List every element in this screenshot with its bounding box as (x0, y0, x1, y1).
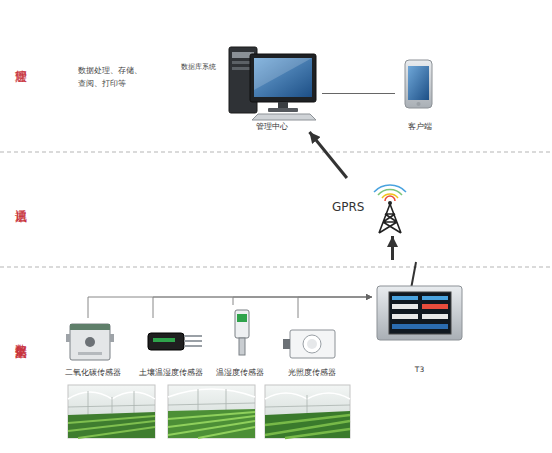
connector (298, 297, 372, 318)
temp-humidity-sensor-icon (235, 310, 249, 355)
node-label: 二氧化碳传感器 (65, 368, 121, 378)
node-label: 温湿度传感器 (216, 368, 264, 378)
computer-icon (229, 47, 316, 120)
layer-title: 数据采集层 (14, 334, 28, 339)
connector (88, 297, 372, 318)
system-label: 数据库系统 (181, 62, 216, 72)
co2-sensor-icon (66, 324, 114, 360)
t3-device: T3 (372, 260, 467, 375)
node-label: 管理中心 (256, 122, 288, 132)
light-sensor-icon (283, 330, 335, 358)
greenhouse-photo (168, 385, 255, 438)
layer-divider (0, 152, 552, 153)
node-label: 土壤温湿度传感器 (139, 368, 203, 378)
greenhouse-photo (68, 385, 155, 438)
sensor-box: 温湿度传感器 (210, 305, 270, 378)
function-note: 数据处理、存储、 查阅、打印等 (78, 64, 150, 90)
t3-device-icon (377, 262, 462, 340)
phone-icon (405, 60, 432, 108)
node-label: 光照度传感器 (288, 368, 336, 378)
layer-title: 管理层 (14, 60, 28, 63)
node-label: 客户端 (408, 122, 432, 132)
network-label: GPRS (332, 200, 365, 214)
gprs-tower: GPRS (328, 178, 413, 236)
sensor-box: 土壤温湿度传感器 (130, 318, 212, 378)
connector (233, 297, 372, 305)
client-terminal: 客户端 (395, 55, 445, 132)
gprs-tower-icon (374, 185, 406, 233)
connector (391, 236, 394, 260)
layer-title: 通讯层 (14, 200, 28, 203)
greenhouse-photo (265, 385, 350, 438)
management-center: 管理中心 (222, 40, 322, 132)
connector (309, 132, 346, 178)
layer-divider (0, 267, 552, 268)
connector (322, 93, 395, 94)
connector (153, 297, 372, 318)
soil-sensor-icon (148, 333, 202, 350)
sensor-box: 二氧化碳传感器 (62, 318, 124, 378)
node-label: T3 (415, 365, 424, 375)
sensor-box: 光照度传感器 (282, 318, 342, 378)
